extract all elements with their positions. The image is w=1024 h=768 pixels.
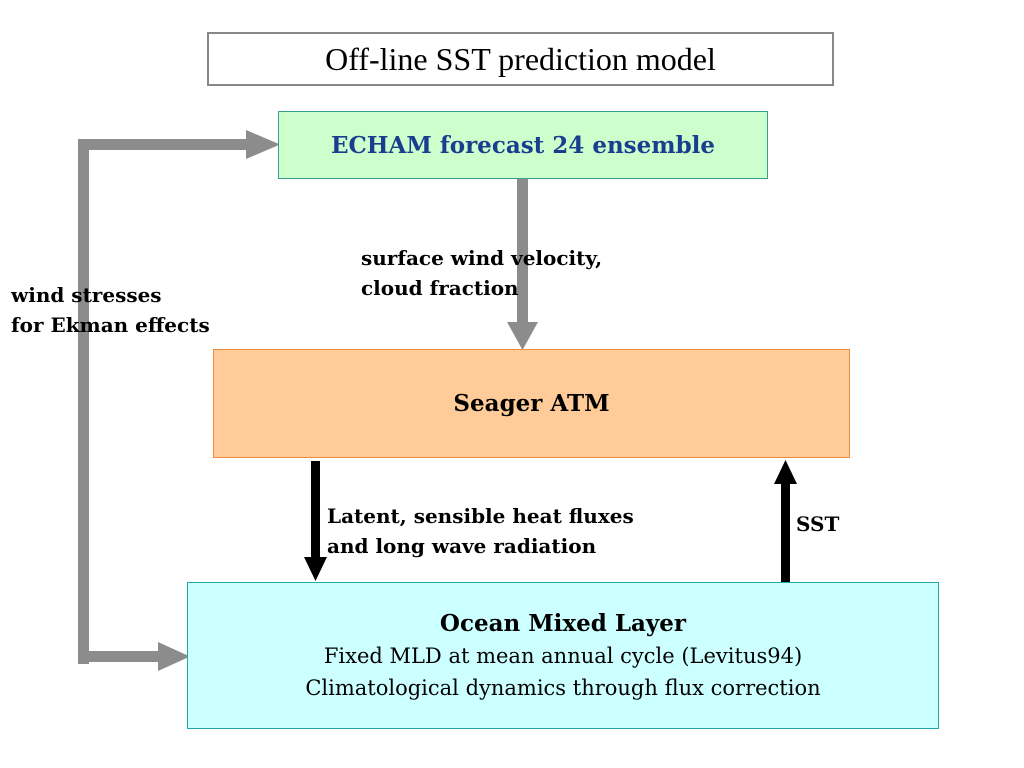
echam-box: ECHAM forecast 24 ensemble bbox=[278, 111, 768, 179]
heat-flux-label: Latent, sensible heat fluxes and long wa… bbox=[327, 501, 634, 561]
heat-flux-label-line2: and long wave radiation bbox=[327, 534, 597, 558]
wind-velocity-label-line1: surface wind velocity, bbox=[361, 246, 603, 270]
echam-to-seager-arrow bbox=[507, 179, 538, 350]
ocean-box-line1: Fixed MLD at mean annual cycle (Levitus9… bbox=[323, 644, 803, 669]
echam-box-label: ECHAM forecast 24 ensemble bbox=[330, 131, 716, 159]
seager-to-ocean-arrow bbox=[304, 461, 327, 581]
ocean-box-title: Ocean Mixed Layer bbox=[439, 609, 687, 637]
heat-flux-label-line1: Latent, sensible heat fluxes bbox=[327, 504, 634, 528]
diagram-title: Off-line SST prediction model bbox=[207, 32, 834, 86]
ocean-mixed-layer-box: Ocean Mixed Layer Fixed MLD at mean annu… bbox=[187, 582, 939, 729]
wind-velocity-label: surface wind velocity, cloud fraction bbox=[361, 243, 602, 303]
wind-stress-loop-arrow bbox=[78, 130, 280, 671]
sst-label: SST bbox=[796, 512, 840, 536]
wind-stress-label-line2: for Ekman effects bbox=[11, 313, 210, 337]
diagram-title-text: Off-line SST prediction model bbox=[325, 40, 716, 77]
ocean-to-seager-arrow bbox=[774, 460, 797, 583]
wind-velocity-label-line2: cloud fraction bbox=[361, 276, 519, 300]
wind-stress-label-line1: wind stresses bbox=[11, 283, 162, 307]
wind-stress-label: wind stresses for Ekman effects bbox=[11, 280, 210, 340]
seager-atm-box-label: Seager ATM bbox=[453, 390, 610, 417]
seager-atm-box: Seager ATM bbox=[213, 349, 850, 458]
ocean-box-line2: Climatological dynamics through flux cor… bbox=[305, 675, 821, 700]
